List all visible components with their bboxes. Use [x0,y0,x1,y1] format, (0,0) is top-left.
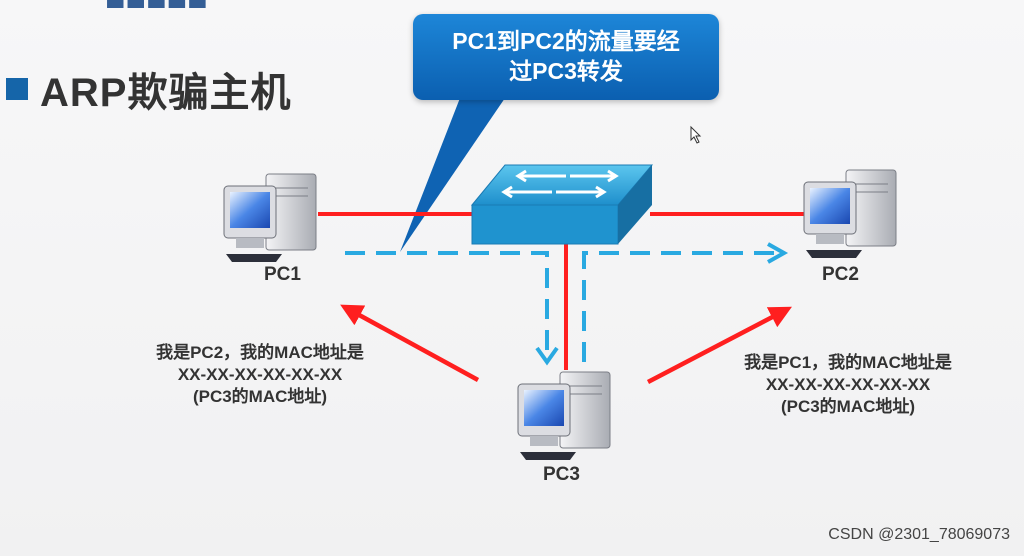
spoof-arrow-to-pc2 [646,306,792,384]
traffic-arrowhead-right-icon [767,242,789,264]
right-note-line-3: (PC3的MAC地址) [780,397,916,416]
pc2-computer-icon [803,169,897,258]
watermark: CSDN @2301_78069073 [828,526,1010,543]
right-note-line-2: XX-XX-XX-XX-XX-XX [765,375,931,394]
spoof-arrow-to-pc1 [340,304,480,382]
mouse-cursor-icon [690,125,702,144]
pc1-computer-icon [223,173,317,262]
left-note-line-2: XX-XX-XX-XX-XX-XX [177,365,343,384]
left-arp-note: 我是PC2，我的MAC地址是 XX-XX-XX-XX-XX-XX (PC3的MA… [115,342,405,408]
callout-bubble: PC1到PC2的流量要经 过PC3转发 [413,14,719,100]
section-heading: ARP欺骗主机 [6,60,291,118]
left-note-line-1: 我是PC2，我的MAC地址是 [156,343,364,362]
callout-line-2: 过PC3转发 [509,58,623,84]
pc3-label: PC3 [543,464,580,485]
pc1-label: PC1 [264,264,301,285]
pc3-computer-icon [517,371,611,460]
callout-line-1: PC1到PC2的流量要经 [452,28,680,54]
section-title-text: ARP欺骗主机 [40,71,292,115]
partial-heading-cutoff: ■■■■■ [105,0,208,19]
left-note-line-3: (PC3的MAC地址) [192,387,328,406]
right-note-line-1: 我是PC1，我的MAC地址是 [744,353,952,372]
traffic-pc1-to-pc3 [345,251,549,362]
square-bullet-icon [6,78,28,100]
switch-icon [470,164,654,245]
pc2-label: PC2 [822,264,859,285]
traffic-pc3-to-pc2 [582,251,780,362]
right-arp-note: 我是PC1，我的MAC地址是 XX-XX-XX-XX-XX-XX (PC3的MA… [703,352,993,418]
traffic-arrowhead-down-icon [535,346,559,366]
